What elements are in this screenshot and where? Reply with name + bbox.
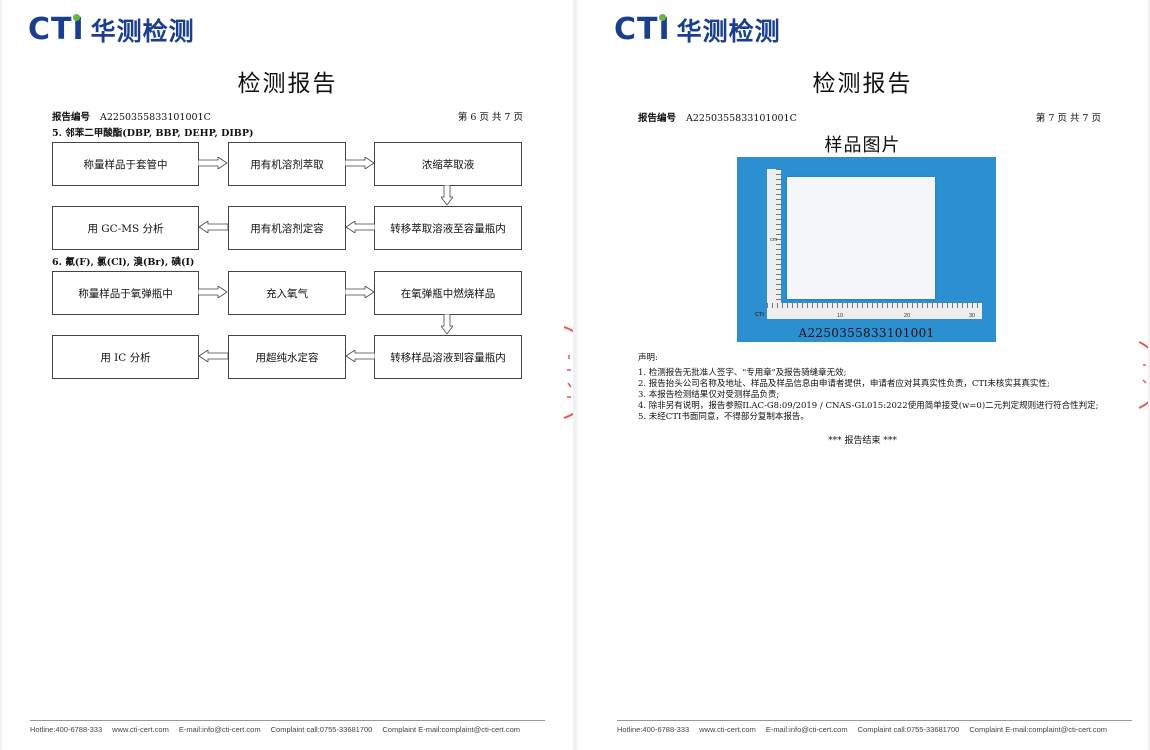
flow5-step5: 用有机溶剂定容 <box>228 206 346 250</box>
flow5-step2: 用有机溶剂萃取 <box>228 142 346 186</box>
footer-website[interactable]: www.cti-cert.com <box>699 725 756 734</box>
statement-3: 3. 本报告检测结果仅对受测样品负责; <box>638 390 780 400</box>
report-number-label: 报告编号 <box>638 113 677 124</box>
statement-label: 声明: <box>638 353 658 363</box>
footer-complaint-email[interactable]: Complaint E-mail:complaint@cti-cert.com <box>969 725 1108 734</box>
flow6-step1: 称量样品于氧弹瓶中 <box>52 271 199 315</box>
footer-hotline: Hotline:400-6788-333 <box>617 725 690 734</box>
flow6-step4: 转移样品溶液到容量瓶内 <box>374 335 522 379</box>
flow6-step2: 充入氧气 <box>228 271 346 315</box>
page-title: 检测报告 <box>237 71 338 97</box>
cti-logo: CTI 华测检测 <box>28 12 195 48</box>
ruler-horizontal <box>767 303 982 319</box>
ruler-brand: CTI <box>755 312 764 318</box>
logo-dot-icon <box>658 14 666 21</box>
page-number: 第 7 页 共 7 页 <box>1035 113 1101 124</box>
arrow-left-icon <box>345 350 375 362</box>
ruler-h-20: 20 <box>904 313 911 319</box>
photo-caption: A2250355833101001 <box>798 326 935 340</box>
seam-stamp-icon <box>563 326 573 419</box>
footer-complaint-call: Complaint call:0755-33681700 <box>857 725 960 734</box>
arrow-right-icon <box>345 286 375 298</box>
page-number: 第 6 页 共 7 页 <box>457 112 523 123</box>
photo-title: 样品图片 <box>824 135 901 156</box>
logo-dot-icon <box>72 14 80 21</box>
statement-5: 5. 未经CTI书面同意，不得部分复制本报告。 <box>638 412 809 422</box>
cti-logo: CTI 华测检测 <box>614 12 781 48</box>
sample-cloth <box>787 177 935 299</box>
flow5-step3: 浓缩萃取液 <box>374 142 522 186</box>
logo-cti-text: CTI <box>28 12 85 47</box>
flow6-step3: 在氧弹瓶中燃烧样品 <box>374 271 522 315</box>
logo-cti-text: CTI <box>614 12 671 47</box>
flow5-step4: 转移萃取溶液至容量瓶内 <box>374 206 522 250</box>
footer-complaint-call: Complaint call:0755-33681700 <box>270 725 373 734</box>
statement-1: 1. 检测报告无批准人签字、"专用章"及报告骑缝章无效; <box>638 368 847 378</box>
statement-2: 2. 报告抬头公司名称及地址、样品及样品信息由申请者提供，申请者应对其真实性负责… <box>638 379 1050 389</box>
footer-website[interactable]: www.cti-cert.com <box>112 725 169 734</box>
flow5-step1: 称量样品于套管中 <box>52 142 199 186</box>
report-number: A2250355833101001C <box>686 113 797 124</box>
arrow-down-icon <box>441 314 453 335</box>
footer-email[interactable]: E-mail:info@cti-cert.com <box>765 725 848 734</box>
page-footer: Hotline:400-6788-333 www.cti-cert.com E-… <box>617 725 1137 734</box>
arrow-right-icon <box>345 157 375 169</box>
report-meta: 报告编号 A2250355833101001C 第 6 页 共 7 页 <box>52 109 523 123</box>
arrow-right-icon <box>198 286 228 298</box>
sample-photo: cm 10 20 30 CTI A2250355833101001 <box>737 157 996 342</box>
page-footer: Hotline:400-6788-333 www.cti-cert.com E-… <box>30 725 550 734</box>
report-meta: 报告编号 A2250355833101001C 第 7 页 共 7 页 <box>638 110 1101 124</box>
flow6-step5: 用超纯水定容 <box>228 335 346 379</box>
report-number: A2250355833101001C <box>100 112 211 123</box>
section-5-heading: 5. 邻苯二甲酸酯(DBP, BBP, DEHP, DIBP) <box>52 128 254 139</box>
flow5-step6: 用 GC-MS 分析 <box>52 206 199 250</box>
footer-divider <box>617 720 1132 721</box>
arrow-right-icon <box>198 157 228 169</box>
footer-complaint-email[interactable]: Complaint E-mail:complaint@cti-cert.com <box>382 725 521 734</box>
ruler-h-10: 10 <box>837 313 844 319</box>
arrow-left-icon <box>198 350 228 362</box>
ruler-h-30: 30 <box>969 313 976 319</box>
arrow-left-icon <box>345 221 375 233</box>
footer-hotline: Hotline:400-6788-333 <box>30 725 103 734</box>
logo-cn-text: 华测检测 <box>90 17 195 46</box>
arrow-down-icon <box>441 185 453 206</box>
page-title: 检测报告 <box>812 71 913 97</box>
flow6-step6: 用 IC 分析 <box>52 335 199 379</box>
arrow-left-icon <box>198 221 228 233</box>
ruler-vertical <box>767 169 781 319</box>
statement-4: 4. 除非另有说明，报告参照ILAC-G8:09/2019 / CNAS-GL0… <box>638 401 1099 411</box>
seam-stamp-icon <box>1138 341 1148 409</box>
logo-cn-text: 华测检测 <box>676 17 781 46</box>
section-6-heading: 6. 氟(F), 氯(Cl), 溴(Br), 碘(I) <box>52 257 195 268</box>
report-number-label: 报告编号 <box>52 112 91 123</box>
ruler-v-unit: cm <box>770 237 778 243</box>
footer-divider <box>30 720 545 721</box>
report-page-6: CTI 华测检测 检测报告 报告编号 A2250355833101001C 第 6… <box>2 0 573 750</box>
report-end: *** 报告结束 *** <box>828 436 897 446</box>
report-page-7: CTI 华测检测 检测报告 报告编号 A2250355833101001C 第 7… <box>577 0 1148 750</box>
footer-email[interactable]: E-mail:info@cti-cert.com <box>178 725 261 734</box>
